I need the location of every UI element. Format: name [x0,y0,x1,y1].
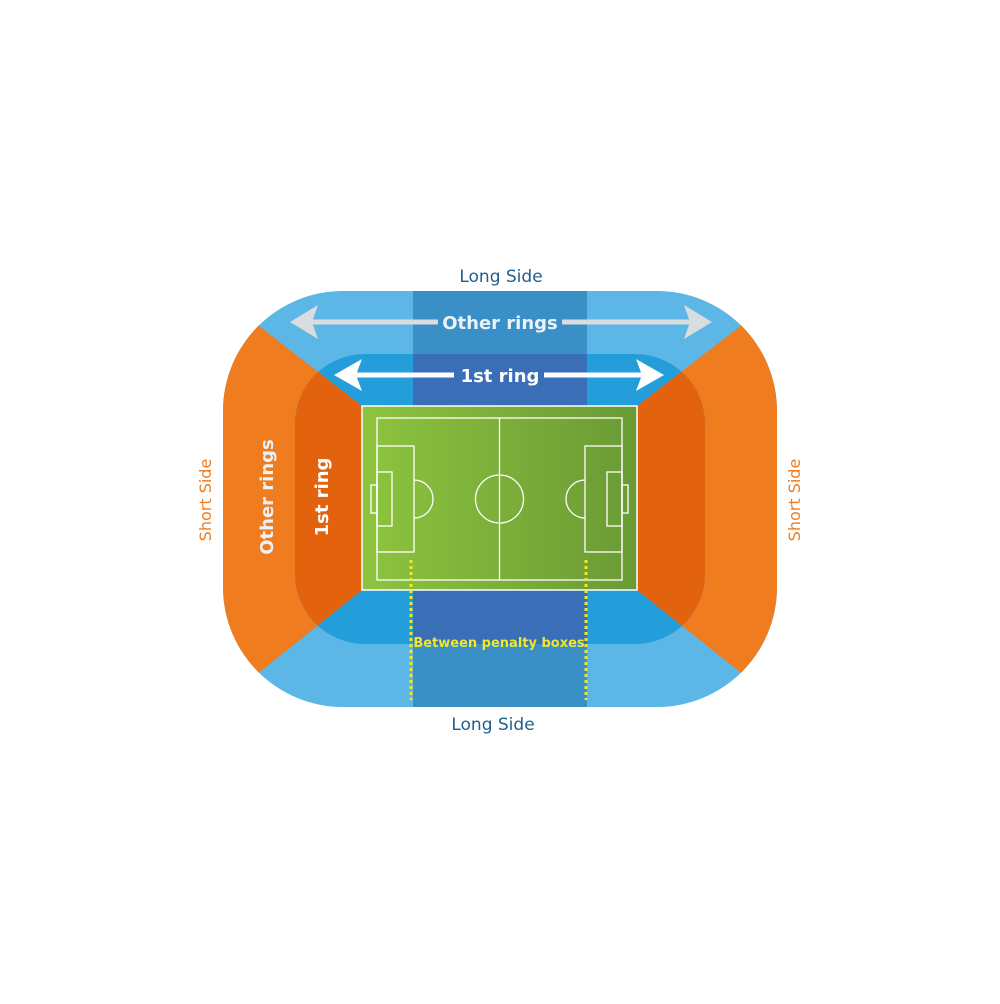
other-rings-arrow [290,305,712,339]
penalty-box-markers [409,560,588,700]
short-side-left-label: Short Side [196,459,215,542]
right-goal [621,484,629,514]
left-goal [370,484,378,514]
other-rings-left-label: Other rings [257,439,278,555]
first-ring-left-label: 1st ring [312,458,333,537]
long-side-bottom-label: Long Side [451,715,534,735]
left-penalty-arc [413,479,434,519]
football-pitch [361,405,638,591]
first-ring-top-label: 1st ring [461,366,540,387]
first-ring-arrow [334,359,664,391]
short-side-right-label: Short Side [785,459,804,542]
inner-short-side-left [295,354,362,644]
right-penalty-arc [565,479,586,519]
arrow-head-right [684,305,712,339]
inner-short-side-right [637,354,705,644]
arrow-head-right [636,359,664,391]
arrow-head-left [290,305,318,339]
center-circle [474,474,525,524]
arrow-head-left [334,359,362,391]
between-penalty-boxes-label: Between penalty boxes [413,636,585,651]
long-side-top-label: Long Side [459,267,542,287]
other-rings-top-label: Other rings [442,313,558,334]
